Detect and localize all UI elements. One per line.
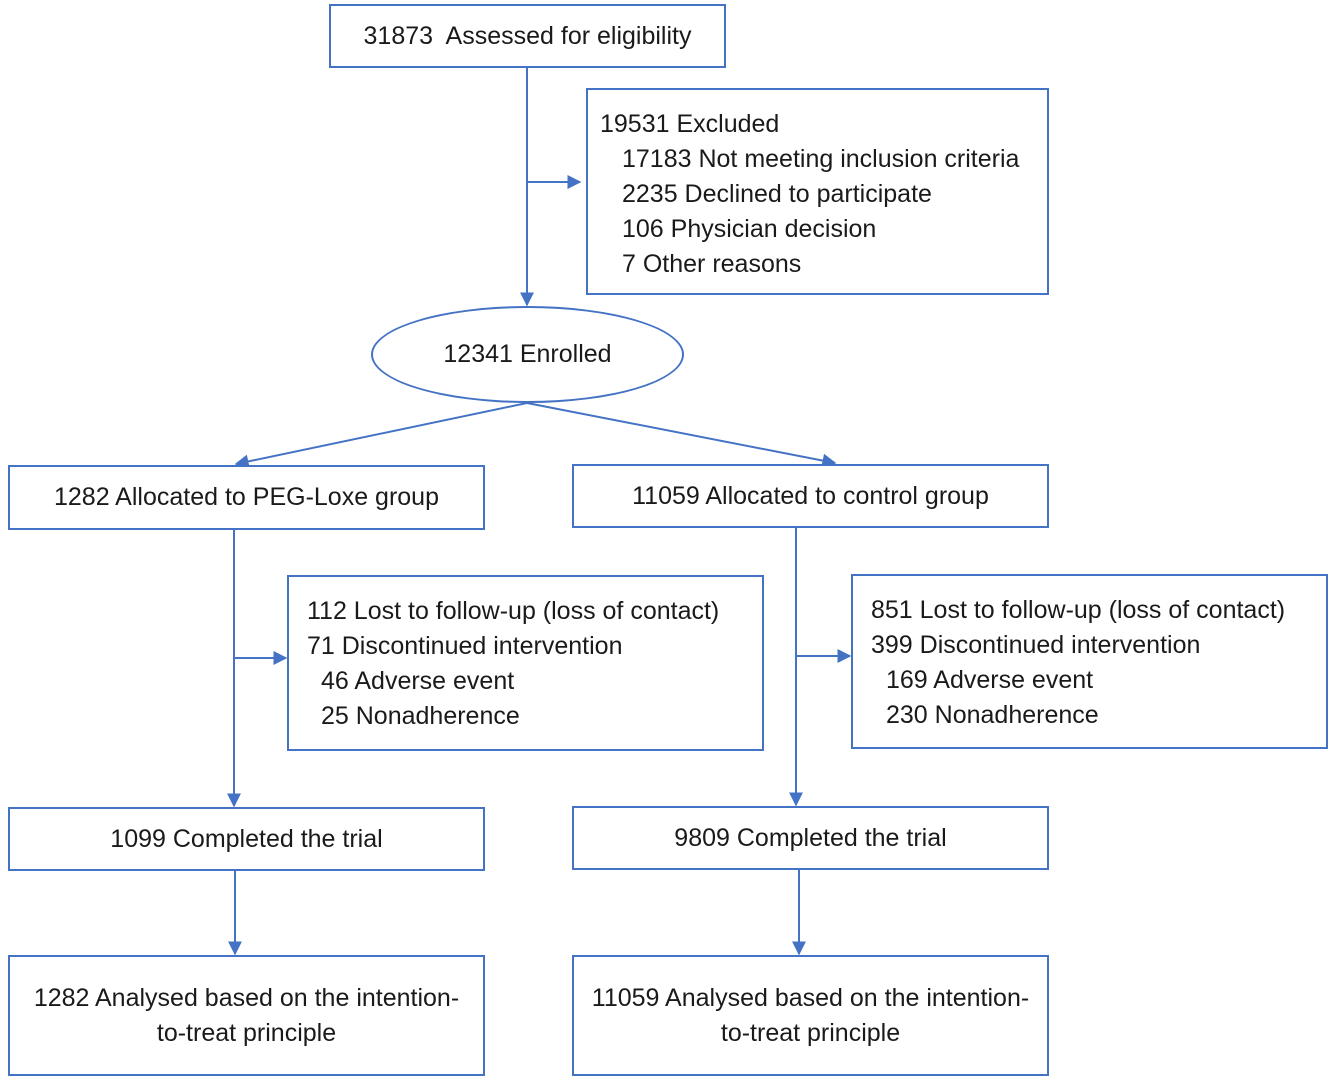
excluded-box: 19531 Excluded 17183 Not meeting inclusi…: [586, 88, 1049, 295]
excluded-title: 19531 Excluded: [600, 110, 780, 138]
peg-completed-label: 1099 Completed the trial: [110, 824, 383, 853]
control-analysed-line2: to-treat principle: [720, 1018, 901, 1047]
control-lost-label: 851 Lost to follow-up (loss of contact): [871, 596, 1286, 624]
peg-analysed-line2: to-treat principle: [156, 1018, 337, 1047]
control-analysed-line1: 11059 Analysed based on the intention-: [591, 983, 1030, 1012]
assessed-box: 31873 Assessed for eligibility: [329, 4, 726, 68]
control-allocated-box: 11059 Allocated to control group: [572, 464, 1049, 528]
peg-lost-box: 112 Lost to follow-up (loss of contact) …: [287, 575, 764, 751]
excluded-reason: 2235 Declined to participate: [622, 180, 932, 208]
peg-allocated-box: 1282 Allocated to PEG-Loxe group: [8, 465, 485, 530]
peg-allocated-label: 1282 Allocated to PEG-Loxe group: [54, 483, 439, 511]
control-allocated-label: 11059 Allocated to control group: [632, 481, 989, 510]
control-reason: 230 Nonadherence: [886, 701, 1099, 729]
control-lost-box: 851 Lost to follow-up (loss of contact) …: [851, 574, 1328, 749]
enrolled-label: 12341 Enrolled: [443, 340, 612, 368]
peg-lost-label: 112 Lost to follow-up (loss of contact): [307, 597, 720, 625]
peg-reason: 46 Adverse event: [321, 667, 515, 695]
peg-analysed-line1: 1282 Analysed based on the intention-: [33, 983, 460, 1012]
control-reason: 169 Adverse event: [886, 666, 1094, 694]
peg-reason: 25 Nonadherence: [321, 702, 520, 730]
arrow-enrolled-to-peg: [234, 402, 528, 469]
control-discontinued-label: 399 Discontinued intervention: [871, 631, 1201, 659]
arrow-enrolled-to-control: [526, 402, 837, 468]
peg-analysed-box: 1282 Analysed based on the intention- to…: [8, 955, 485, 1076]
assessed-label: 31873 Assessed for eligibility: [363, 21, 692, 50]
excluded-reason: 17183 Not meeting inclusion criteria: [622, 145, 1020, 173]
control-completed-label: 9809 Completed the trial: [674, 823, 947, 852]
excluded-reason: 7 Other reasons: [622, 250, 802, 278]
peg-completed-box: 1099 Completed the trial: [8, 807, 485, 871]
enrolled-ellipse: 12341 Enrolled: [371, 306, 684, 403]
control-completed-box: 9809 Completed the trial: [572, 806, 1049, 870]
peg-discontinued-label: 71 Discontinued intervention: [307, 632, 623, 660]
excluded-reason: 106 Physician decision: [622, 215, 877, 243]
control-analysed-box: 11059 Analysed based on the intention- t…: [572, 955, 1049, 1076]
